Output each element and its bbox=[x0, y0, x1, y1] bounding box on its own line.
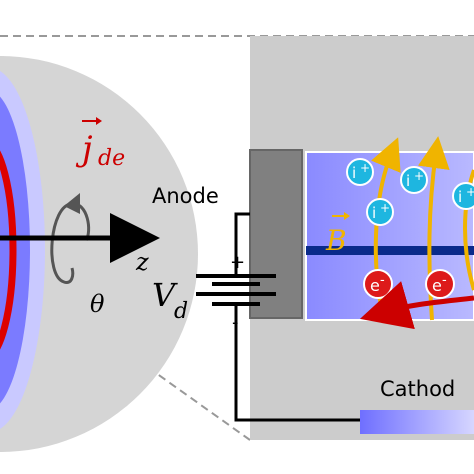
electron-2: e - bbox=[425, 269, 455, 299]
svg-text:+: + bbox=[466, 185, 474, 199]
current-subscript: de bbox=[98, 146, 125, 171]
anode-electrode bbox=[249, 149, 303, 319]
ion-1: i + bbox=[346, 158, 374, 186]
voltage-symbol: V bbox=[152, 276, 178, 314]
anode-label: Anode bbox=[152, 184, 219, 208]
red-current-ring bbox=[0, 150, 17, 350]
svg-text:e: e bbox=[432, 276, 442, 295]
svg-text:i: i bbox=[372, 204, 376, 222]
field-symbol: B bbox=[325, 224, 347, 257]
svg-text:+: + bbox=[380, 201, 390, 215]
battery-minus: - bbox=[232, 312, 239, 333]
ion-4: i + bbox=[452, 182, 474, 210]
field-line-2 bbox=[417, 136, 450, 321]
rotation-arrow bbox=[50, 202, 75, 285]
svg-text:i: i bbox=[406, 172, 410, 190]
svg-text:i: i bbox=[458, 188, 462, 206]
theta-label: θ bbox=[90, 290, 105, 318]
svg-text:+: + bbox=[414, 169, 424, 183]
svg-text:i: i bbox=[352, 164, 356, 182]
electron-drift-arrow bbox=[359, 281, 474, 330]
electron-1: e - bbox=[363, 269, 393, 299]
battery-symbol bbox=[196, 274, 276, 306]
svg-text:-: - bbox=[380, 273, 385, 288]
magnetic-field-label: B bbox=[325, 212, 350, 257]
voltage-subscript: d bbox=[174, 299, 188, 324]
ion-3: i + bbox=[366, 198, 394, 226]
svg-text:-: - bbox=[442, 273, 447, 288]
cathode-label: Cathod bbox=[380, 377, 455, 401]
cathode-electrode bbox=[360, 410, 474, 434]
anode-wire bbox=[234, 212, 250, 276]
thruster-cross-section bbox=[0, 56, 198, 452]
ion-2: i + bbox=[400, 166, 428, 194]
z-axis-label: z bbox=[135, 248, 149, 276]
dark-blue-bar bbox=[306, 246, 474, 255]
svg-text:e: e bbox=[370, 276, 380, 295]
field-line-3 bbox=[463, 169, 474, 291]
svg-text:+: + bbox=[360, 161, 370, 175]
cathode-wire bbox=[234, 306, 360, 422]
battery-plus: + bbox=[230, 252, 245, 273]
